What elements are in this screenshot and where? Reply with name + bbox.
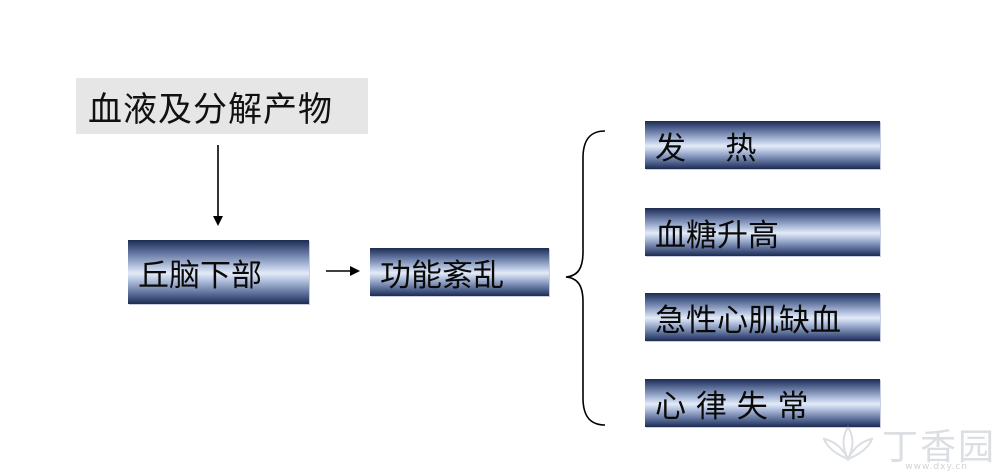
outcome-label-fever: 发 热 [655,130,757,167]
source-label: 血液及分解产物 [88,89,333,130]
dysfunction-box: 功能紊乱 [370,248,549,296]
hypothalamus-box: 丘脑下部 [128,240,309,304]
outcome-box-fever: 发 热 [645,121,880,169]
outcome-label-arrhythmia: 心 律 失 常 [655,388,809,425]
watermark: 丁香园 [818,418,996,470]
outcome-box-arrhythmia: 心 律 失 常 [645,379,880,427]
outcome-box-hyperglycemia: 血糖升高 [645,208,880,256]
outcome-label-hyperglycemia: 血糖升高 [655,217,779,254]
outcome-label-myocardial-ischemia: 急性心肌缺血 [655,302,841,339]
dysfunction-label: 功能紊乱 [380,257,504,294]
source-box: 血液及分解产物 [76,78,368,134]
dxy-logo-icon [822,425,874,462]
outcome-box-myocardial-ischemia: 急性心肌缺血 [645,293,880,341]
watermark-text: 丁香园 [881,427,996,468]
curly-brace [565,130,606,426]
hypothalamus-label: 丘脑下部 [138,257,262,294]
watermark-url: www.dxy.cn [905,462,968,472]
